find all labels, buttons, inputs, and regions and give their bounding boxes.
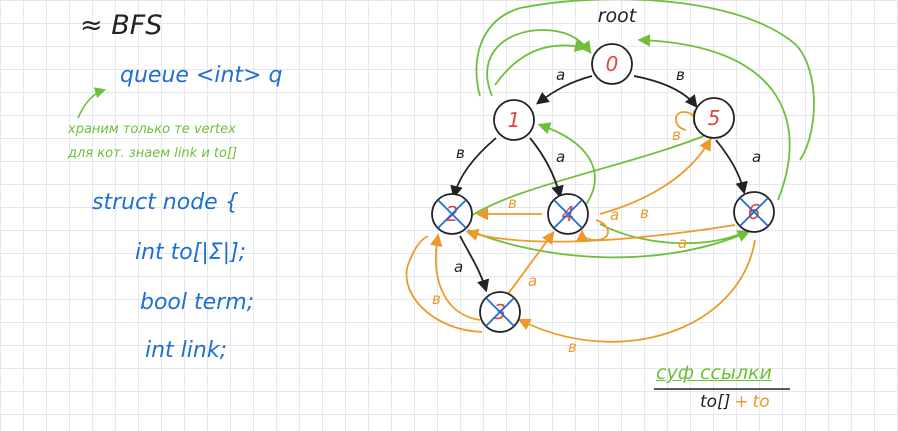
node-3-cross xyxy=(485,297,515,327)
suf-link-4-6 xyxy=(599,223,753,245)
node-6-cross xyxy=(739,197,769,227)
label-edge-0-1: a xyxy=(556,66,565,84)
edge-1-4 xyxy=(529,137,564,199)
trans-3-2-outer xyxy=(405,235,483,333)
node-0: 0 xyxy=(591,43,633,85)
trans-3-4 xyxy=(504,230,555,299)
label-trans-6-3: в xyxy=(568,338,577,356)
edge-0-5 xyxy=(633,75,698,108)
suf-link-2-top xyxy=(475,0,815,161)
label-edge-1-4: a xyxy=(556,148,565,166)
node-3: 3 xyxy=(479,291,521,333)
edge-2-3 xyxy=(459,235,490,293)
label-edge-2-3: a xyxy=(454,258,463,276)
label-trans-5-self: в xyxy=(672,126,681,144)
label-edge-1-2: в xyxy=(456,144,465,162)
trans-3-2 xyxy=(430,233,481,321)
node-5: 5 xyxy=(693,97,735,139)
store-note-line1: храним только те vertex xyxy=(68,122,236,137)
label-edge-5-6: a xyxy=(752,148,761,166)
node-1: 1 xyxy=(493,99,535,141)
node-1-label: 1 xyxy=(508,108,521,132)
edge-1-2 xyxy=(450,137,497,199)
node-4: 4 xyxy=(547,193,589,235)
store-note-line2: для кот. знаем link и to[] xyxy=(68,146,238,161)
node-5-label: 5 xyxy=(708,106,721,130)
edge-0-1 xyxy=(535,75,593,105)
node-0-label: 0 xyxy=(606,52,619,76)
label-trans-4-self: a xyxy=(610,206,619,224)
root-label: root xyxy=(598,5,638,27)
node-4-cross xyxy=(553,199,583,229)
suf-links-legend: суф ссылки xyxy=(656,362,772,384)
suf-link-6-0 xyxy=(637,34,791,201)
legend-transitions: to[]+to xyxy=(700,392,770,412)
suf-link-3-1 xyxy=(467,229,751,259)
field-link: int link; xyxy=(145,338,227,363)
label-trans-3-2: в xyxy=(432,290,441,308)
field-to: int to[|Σ|]; xyxy=(135,240,247,265)
legend-to: to xyxy=(752,392,770,412)
struct-declaration: struct node { xyxy=(92,190,239,215)
field-term: bool term; xyxy=(140,290,255,315)
node-2: 2 xyxy=(431,193,473,235)
bfs-heading: ≈ BFS xyxy=(80,10,163,41)
trans-4-5 xyxy=(599,137,712,215)
note-pointer-arrow xyxy=(77,87,107,119)
label-edge-0-5: в xyxy=(676,66,685,84)
suf-link-1-0 xyxy=(486,29,592,97)
trans-6-3 xyxy=(517,239,756,343)
edge-5-6 xyxy=(715,139,748,195)
suf-link-4-1 xyxy=(537,122,596,207)
queue-declaration: queue <int> q xyxy=(120,63,283,88)
label-trans-4-2: в xyxy=(508,194,517,212)
label-trans-4-5: в xyxy=(640,204,649,222)
suf-link-5-0 xyxy=(494,39,588,86)
trans-6-2 xyxy=(465,224,736,243)
legend-to-brackets: to[] xyxy=(700,392,731,412)
node-6: 6 xyxy=(733,191,775,233)
label-trans-6-2: a xyxy=(678,234,687,252)
node-2-cross xyxy=(437,199,467,229)
label-trans-3-4: a xyxy=(528,272,537,290)
legend-plus: + xyxy=(734,392,749,412)
